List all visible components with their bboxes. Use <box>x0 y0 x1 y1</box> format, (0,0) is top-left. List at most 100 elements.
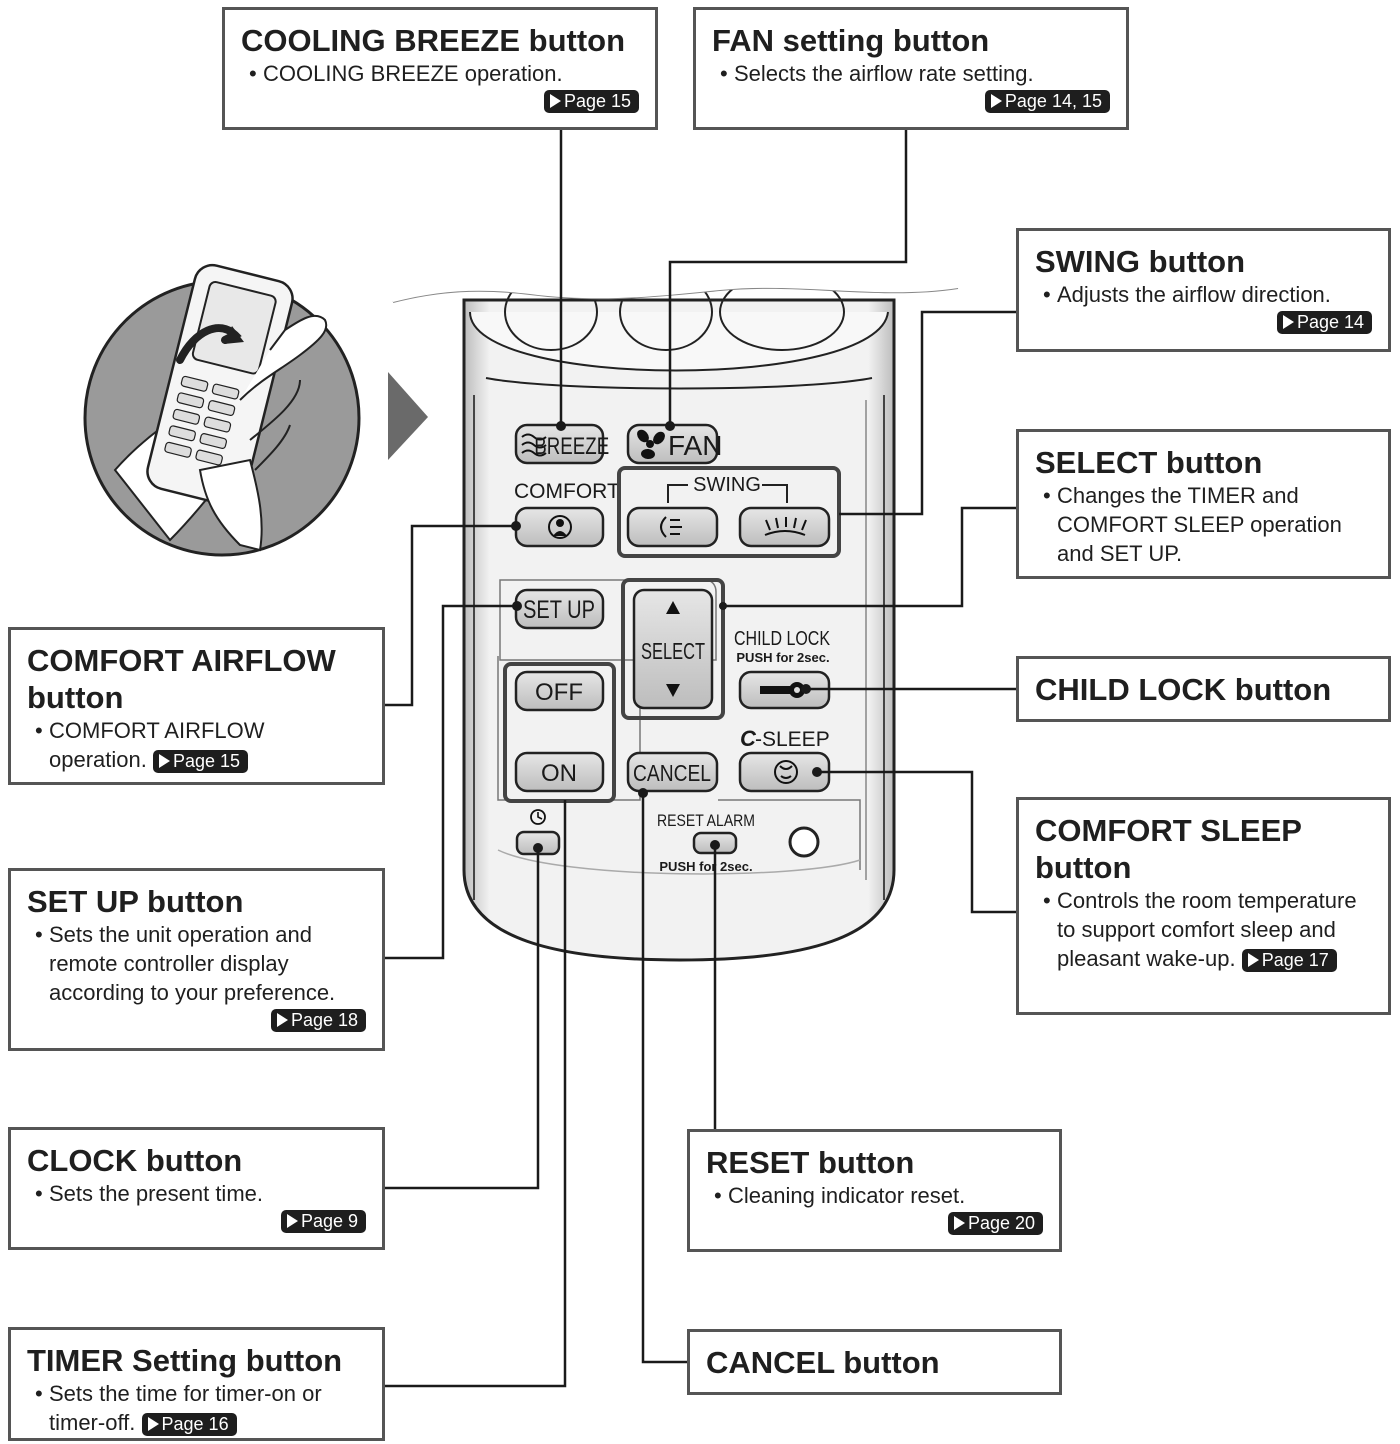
play-triangle-icon <box>990 94 1002 108</box>
cancel-button[interactable]: CANCEL <box>626 751 719 793</box>
child-lock-push-label: PUSH for 2sec. <box>736 650 829 665</box>
callout-title: CHILD LOCK button <box>1035 672 1332 707</box>
leader-comfort-sleep <box>817 770 1016 914</box>
callout-desc: Selects the airflow rate setting. <box>712 59 1110 88</box>
play-triangle-icon <box>147 1416 159 1431</box>
leader-comfort-airflow <box>384 524 516 707</box>
play-triangle-icon <box>286 1214 298 1228</box>
comfort-sleep-button[interactable] <box>738 751 831 793</box>
timer-on-button[interactable]: ON <box>514 751 605 793</box>
reset-alarm-label: RESET ALARM <box>657 811 755 830</box>
page-reference: Page 14, 15 <box>984 90 1110 113</box>
callout-cancel: CANCEL button <box>687 1329 1062 1395</box>
reset-push-label: PUSH for 2sec. <box>659 859 752 874</box>
callout-fan: FAN setting button Selects the airflow r… <box>693 7 1129 130</box>
select-up-icon <box>666 601 680 614</box>
csleep-label: -SLEEP <box>755 728 830 751</box>
fan-button[interactable]: FAN <box>626 423 722 465</box>
page-reference-text: Page 14, 15 <box>1004 91 1102 111</box>
page-reference-text: Page 15 <box>563 91 631 111</box>
callout-desc: Cleaning indicator reset. <box>706 1181 1043 1210</box>
fan-icon <box>637 429 665 460</box>
clock-icon <box>530 809 546 825</box>
leader-set-up <box>384 604 517 960</box>
callout-set-up: SET UP button Sets the unit operation an… <box>8 868 385 1051</box>
page-reference: Page 17 <box>1241 948 1337 972</box>
callout-child-lock: CHILD LOCK button <box>1016 656 1391 722</box>
child-lock-label: CHILD LOCK <box>734 628 831 650</box>
page-reference: Page 15 <box>543 90 639 113</box>
callout-title: COOLING BREEZE button <box>241 23 626 58</box>
page-reference-text: Page 16 <box>161 1413 229 1434</box>
leader-clock <box>384 848 540 1190</box>
callout-title: SWING button <box>1035 244 1246 279</box>
callout-desc-text: Sets the time for timer-on or timer-off. <box>49 1381 322 1435</box>
callout-swing: SWING button Adjusts the airflow directi… <box>1016 228 1391 352</box>
callout-title: SET UP button <box>27 884 244 919</box>
fan-label: FAN <box>668 430 722 461</box>
breeze-label: BREEZE <box>534 433 609 460</box>
set-up-label: SET UP <box>523 596 595 624</box>
play-triangle-icon <box>1247 952 1259 967</box>
swing-vertical-icon <box>660 516 682 538</box>
off-label: OFF <box>535 679 583 706</box>
callout-comfort-airflow: COMFORT AIRFLOW button COMFORT AIRFLOW o… <box>8 627 385 785</box>
sleep-icon <box>774 760 798 784</box>
page-reference: Page 16 <box>141 1412 237 1436</box>
callout-desc: Sets the present time. <box>27 1179 366 1208</box>
swing-vertical-button[interactable] <box>626 506 719 548</box>
callout-title-line2: button <box>1035 850 1132 885</box>
page-reference-text: Page 14 <box>1296 312 1364 332</box>
comfort-airflow-icon <box>548 515 572 539</box>
cancel-label: CANCEL <box>633 760 711 786</box>
callout-reset: RESET button Cleaning indicator reset. P… <box>687 1129 1062 1252</box>
set-up-button[interactable]: SET UP <box>514 588 605 630</box>
comfort-airflow-button[interactable] <box>514 506 605 548</box>
callout-desc: Adjusts the airflow direction. <box>1035 280 1372 309</box>
callout-timer: TIMER Setting button Sets the time for t… <box>8 1327 385 1441</box>
page-reference: Page 20 <box>947 1212 1043 1235</box>
leader-timer <box>384 800 567 1388</box>
page-reference-text: Page 20 <box>967 1213 1035 1233</box>
callout-title: TIMER Setting button <box>27 1343 343 1378</box>
play-triangle-icon <box>158 753 170 768</box>
leader-fan <box>668 128 908 426</box>
on-label: ON <box>541 760 577 787</box>
leader-dots <box>511 421 822 853</box>
page-reference-text: Page 15 <box>172 750 241 771</box>
callout-desc: Changes the TIMER and COMFORT SLEEP oper… <box>1035 481 1372 568</box>
callout-desc: Sets the unit operation and remote contr… <box>27 920 366 1007</box>
select-button[interactable]: SELECT <box>632 588 714 710</box>
page-reference: Page 9 <box>280 1210 366 1233</box>
callout-title: SELECT button <box>1035 445 1263 480</box>
page-reference-text: Page 9 <box>300 1211 358 1231</box>
breeze-button[interactable]: BREEZE <box>514 423 609 465</box>
timer-group <box>503 662 616 803</box>
play-triangle-icon <box>276 1013 288 1027</box>
comfort-label: COMFORT <box>514 480 620 503</box>
child-lock-button[interactable] <box>738 670 831 710</box>
leader-cancel <box>641 793 687 1364</box>
swing-label: SWING <box>693 474 761 496</box>
callout-desc-text: Controls the room temperature to support… <box>1057 888 1357 971</box>
callout-title: CLOCK button <box>27 1143 243 1178</box>
swing-horizontal-button[interactable] <box>738 506 831 548</box>
play-triangle-icon <box>953 1216 965 1230</box>
leader-swing <box>839 310 1016 516</box>
callout-cooling-breeze: COOLING BREEZE button COOLING BREEZE ope… <box>222 7 658 130</box>
key-icon <box>760 682 805 698</box>
callout-title: FAN setting button <box>712 23 990 58</box>
callout-desc: COOLING BREEZE operation. <box>241 59 639 88</box>
callout-comfort-sleep: COMFORT SLEEP button Controls the room t… <box>1016 797 1391 1015</box>
callout-title: CANCEL button <box>706 1345 940 1380</box>
callout-clock: CLOCK button Sets the present time. Page… <box>8 1127 385 1250</box>
callout-title-line1: COMFORT SLEEP <box>1035 813 1302 848</box>
callout-desc: Controls the room temperature to support… <box>1035 886 1372 973</box>
page-reference: Page 15 <box>152 749 249 773</box>
page-reference: Page 18 <box>270 1009 366 1032</box>
arrow-right-icon <box>388 372 428 460</box>
swing-horizontal-icon <box>764 517 807 536</box>
callout-title-line1: COMFORT AIRFLOW <box>27 643 336 678</box>
timer-off-button[interactable]: OFF <box>514 670 605 712</box>
